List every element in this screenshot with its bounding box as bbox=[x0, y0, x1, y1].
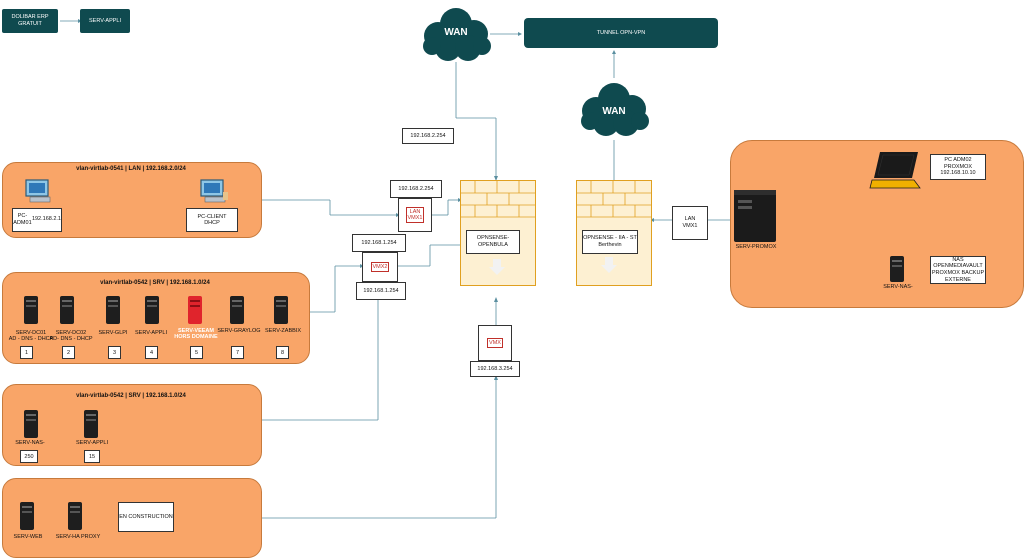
pc-client-name: PC-CLIENT bbox=[197, 214, 227, 220]
srv2-panel bbox=[2, 384, 262, 466]
server-number: 250 bbox=[20, 450, 38, 463]
srv-interface-ip-bottom: 192.168.1.254 bbox=[356, 282, 406, 300]
server-name: SERV-DC01 AD - DNS - DHCP bbox=[8, 330, 54, 343]
srv-interface-box: VMX2 bbox=[362, 252, 398, 282]
lan-interface-label: LAN VMX1 bbox=[405, 207, 425, 223]
server-number: 3 bbox=[108, 346, 121, 359]
server-icon bbox=[230, 296, 244, 324]
server-label: SERV-HA PROXY bbox=[55, 534, 101, 540]
server-icon bbox=[20, 502, 34, 530]
lan-vmx1-box: LAN VMX1 bbox=[672, 206, 708, 240]
server-number: 5 bbox=[190, 346, 203, 359]
server-number: 8 bbox=[276, 346, 289, 359]
dolibarr-box: DOLIBAR ERP GRATUIT bbox=[2, 9, 58, 33]
wan-cloud-top-icon bbox=[423, 8, 491, 61]
tunnel-box: TUNNEL OPN-VPN bbox=[524, 18, 718, 48]
server-label: SERV-GLPI bbox=[98, 330, 128, 336]
server-icon bbox=[24, 410, 38, 438]
pc-adm01-ip: 192.168.2.1 bbox=[31, 216, 61, 223]
lan-interface-ip: 192.168.2.254 bbox=[390, 180, 442, 198]
proxmox-server-icon bbox=[734, 190, 776, 242]
serv-appli-box: SERV-APPLI bbox=[80, 9, 130, 33]
pc-adm01-name: PC-ADM01 bbox=[13, 212, 32, 226]
srv-panel-title: vlan-virtlab-0542 | SRV | 192.168.1.0/24 bbox=[100, 280, 210, 286]
lan-interface-box: LAN VMX1 bbox=[398, 198, 432, 232]
server-label: SERV-GRAYLOG bbox=[217, 328, 261, 334]
firewall-left-icon bbox=[461, 181, 535, 275]
proxmox-server-label: SERV-PROMOX bbox=[735, 244, 777, 250]
srv-interface-ip-top: 192.168.1.254 bbox=[352, 234, 406, 252]
server-icon bbox=[24, 296, 38, 324]
pc-adm02-box: PC ADM02 PROXMOX 192.168.10.10 bbox=[930, 154, 986, 180]
server-icon bbox=[68, 502, 82, 530]
server-icon bbox=[60, 296, 74, 324]
dmz-interface-ip: 192.168.3.254 bbox=[470, 361, 520, 377]
server-label: SERV-WEB bbox=[13, 534, 43, 540]
dmz-interface-box: VMX bbox=[478, 325, 512, 361]
server-number: 4 bbox=[145, 346, 158, 359]
server-number: 1 bbox=[20, 346, 33, 359]
server-number: 7 bbox=[231, 346, 244, 359]
nas-box: NAS OPENMEDIAVAULT PROXMOX BACKUP EXTERN… bbox=[930, 256, 986, 284]
pc-adm01-icon bbox=[25, 179, 51, 203]
construction-box: EN CONSTRUCTION bbox=[118, 502, 174, 532]
firewall-left-label: OPNSENSE- OPENBULA bbox=[466, 230, 520, 254]
server-number: 15 bbox=[84, 450, 100, 463]
server-icon bbox=[145, 296, 159, 324]
wan-right-label: WAN bbox=[602, 106, 626, 117]
server-icon bbox=[274, 296, 288, 324]
server-label: SERV-APPLI bbox=[135, 330, 167, 336]
srv-interface-label: VMX2 bbox=[370, 262, 390, 272]
server-label: SERV-ZABBIX bbox=[265, 328, 301, 334]
pc-client-icon bbox=[200, 179, 228, 203]
server-label: SERV-NAS- bbox=[15, 440, 45, 446]
lan-panel-title: vlan-virtlab-0541 | LAN | 192.168.2.0/24 bbox=[76, 166, 186, 172]
nas-server-icon bbox=[890, 256, 904, 282]
wan-cloud-right-icon bbox=[581, 83, 649, 136]
server-label: SERV-VEEAM HORS DOMAINE bbox=[174, 328, 218, 341]
server-veeam-icon bbox=[188, 296, 202, 324]
server-number: 2 bbox=[62, 346, 75, 359]
pc-client-ip: DHCP bbox=[204, 220, 220, 226]
server-name: SERV-DC02 AD- DNS - DHCP bbox=[49, 330, 93, 343]
srv2-panel-title: vlan-virtlab-0542 | SRV | 192.168.1.0/24 bbox=[76, 393, 186, 399]
server-label: SERV-DC02 AD- DNS - DHCP bbox=[42, 330, 100, 343]
nas-server-label: SERV-NAS- bbox=[883, 284, 913, 290]
server-icon bbox=[106, 296, 120, 324]
firewall-right-icon bbox=[577, 181, 651, 273]
server-label: SERV-APPLI bbox=[76, 440, 108, 446]
wan-ip-box: 192.168.2.254 bbox=[402, 128, 454, 144]
server-icon bbox=[84, 410, 98, 438]
server-label: SERV-DC01 AD - DNS - DHCP bbox=[2, 330, 60, 343]
wan-top-label: WAN bbox=[444, 27, 468, 38]
laptop-icon bbox=[869, 152, 921, 189]
firewall-right-label: OPNSENSE - IIA - ST Berthevin bbox=[582, 230, 638, 254]
dmz-interface-label: VMX bbox=[487, 338, 503, 348]
